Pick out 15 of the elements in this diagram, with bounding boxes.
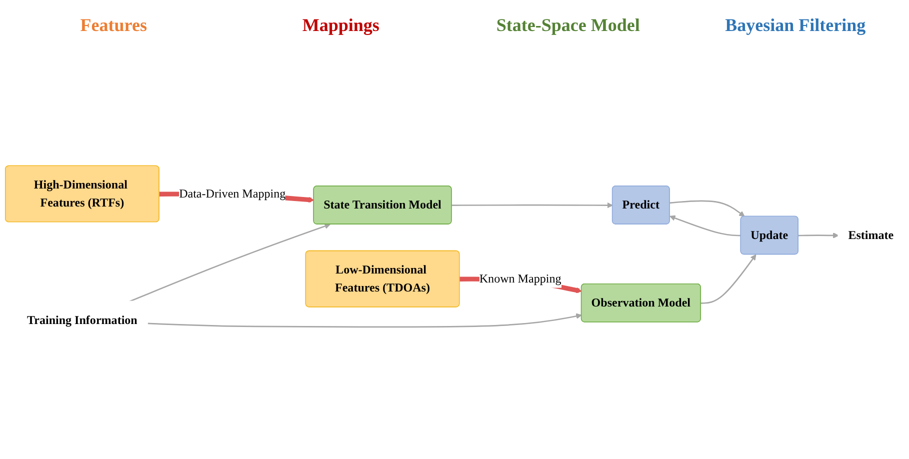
- arrow: [798, 232, 839, 238]
- arrow: [148, 313, 582, 328]
- edge-label: Known Mapping: [479, 272, 562, 286]
- arrow: [670, 200, 745, 217]
- arrow: [129, 223, 330, 302]
- arrow: [670, 215, 741, 236]
- edge-label: Data-Driven Mapping: [179, 186, 286, 200]
- arrow: [452, 202, 613, 208]
- column-heading: State-Space Model: [495, 14, 641, 36]
- node-text: Estimate: [848, 228, 894, 242]
- column-heading: Bayesian Filtering: [724, 14, 867, 36]
- arrow: [700, 254, 756, 304]
- column-heading: Features: [79, 14, 148, 36]
- node-text: Training Information: [27, 313, 138, 327]
- column-heading: Mappings: [301, 14, 380, 36]
